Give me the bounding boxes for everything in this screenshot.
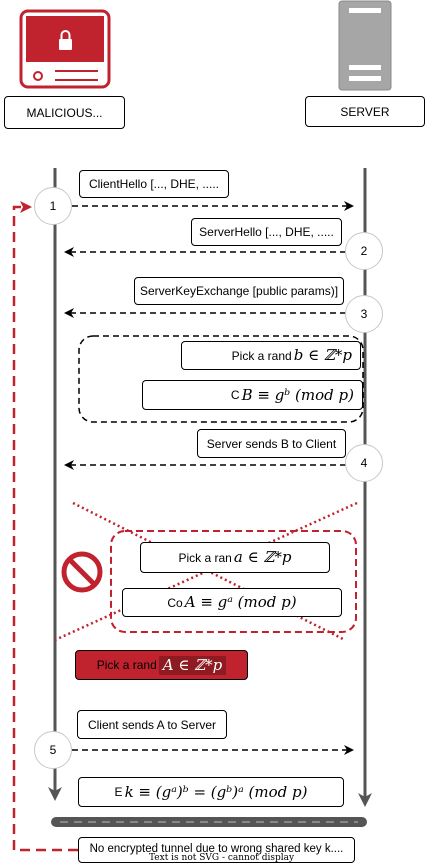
note-pick-b-math: b ∈ ℤ*p (293, 346, 352, 364)
step-number-5: 5 (34, 731, 72, 769)
note-compute-b-text: C (230, 389, 240, 401)
client-compute-group (110, 530, 357, 633)
server-compute-group (78, 335, 364, 423)
note-shared-key-text: E (114, 786, 123, 798)
note-compute-a-text: Co (167, 596, 183, 609)
note-forged-a-text: Pick a rand (96, 659, 157, 671)
cross-out-line (72, 501, 346, 642)
message-client-sends-a: Client sends A to Server (77, 710, 227, 739)
attacker-label: MALICIOUS... (4, 96, 125, 129)
laptop-lock-icon (19, 9, 111, 89)
message-clienthello: ClientHello [..., DHE, ..... (79, 170, 229, 198)
note-pick-a-math: a ∈ ℤ*p (233, 548, 292, 566)
note-compute-b-math: B ≡ gᵇ (mod p) (241, 385, 354, 404)
note-shared-key-math: k ≡ (gᵃ)ᵇ = (gᵇ)ᵃ (mod p) (124, 782, 308, 801)
note-pick-b-text: Pick a rand (231, 349, 292, 362)
step-number-2: 2 (345, 232, 383, 270)
step-number-1: 1 (34, 187, 72, 225)
message-server-sends-b: Server sends B to Client (197, 429, 346, 458)
svg-fallback-note: Text is not SVG - cannot display (149, 853, 295, 863)
server-label: SERVER (305, 96, 425, 127)
step-number-3: 3 (345, 295, 383, 333)
attack-loop-arrow (12, 201, 78, 852)
message-serverhello: ServerHello [..., DHE, ..... (191, 218, 342, 246)
no-entry-icon (61, 551, 103, 593)
note-compute-a-math: A ≡ gᵃ (mod p) (184, 593, 297, 611)
step-number-4: 4 (345, 444, 383, 482)
note-forged-a-math: A ∈ ℤ*p (158, 655, 227, 675)
message-serverkeyexchange: ServerKeyExchange [public params)] (134, 277, 344, 305)
note-pick-a-text: Pick a ran (178, 551, 232, 564)
server-icon (338, 0, 392, 91)
tunnel-label: No encrypted tunnel due to wrong shared … (78, 837, 355, 863)
